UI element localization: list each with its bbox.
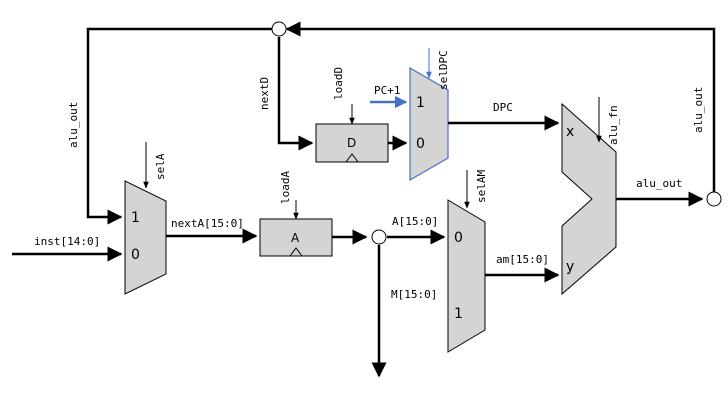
label-inst: inst[14:0] xyxy=(34,235,100,248)
label-sel-a: selA xyxy=(154,153,167,180)
wire-alu-out-top-left xyxy=(86,27,272,225)
register-d-clock xyxy=(345,153,359,163)
register-d-label: D xyxy=(347,136,356,150)
label-a-bus: A[15:0] xyxy=(392,215,438,228)
wire-next-d xyxy=(277,37,314,151)
mux-am-input-1: 1 xyxy=(454,306,463,322)
label-load-d: loadD xyxy=(332,67,345,100)
mux-dpc-input-0: 0 xyxy=(416,136,425,152)
register-a-label: A xyxy=(291,231,300,245)
mux-dpc-input-1: 1 xyxy=(416,95,425,111)
label-next-d: nextD xyxy=(258,77,271,110)
junction-top xyxy=(271,21,287,37)
label-dpc: DPC xyxy=(493,101,513,114)
register-a-clock xyxy=(289,247,303,257)
mux-dpc xyxy=(409,66,449,182)
junction-a xyxy=(371,229,387,245)
mux-am-input-0: 0 xyxy=(454,230,463,246)
alu-input-y: y xyxy=(566,259,574,275)
mux-am xyxy=(447,199,486,353)
mux-a-input-1: 1 xyxy=(131,210,140,226)
mux-a-input-0: 0 xyxy=(131,247,140,263)
label-next-a: nextA[15:0] xyxy=(171,217,244,230)
label-m-bus: M[15:0] xyxy=(391,288,437,301)
label-load-a: loadA xyxy=(279,171,292,204)
junction-alu-out xyxy=(706,191,722,207)
label-alu-fn: alu_fn xyxy=(607,105,620,145)
mux-a xyxy=(124,180,167,295)
label-sel-dpc: selDPC xyxy=(437,50,450,90)
label-am: am[15:0] xyxy=(496,253,549,266)
label-alu-out-right: alu_out xyxy=(692,87,705,133)
label-pc-plus-1: PC+1 xyxy=(374,84,401,97)
register-d xyxy=(315,123,389,163)
label-sel-am: selAM xyxy=(475,170,488,203)
label-alu-out-output: alu_out xyxy=(636,177,682,190)
alu-input-x: x xyxy=(566,124,574,140)
wire-alu-out-top-right xyxy=(285,21,716,192)
label-alu-out-left: alu_out xyxy=(67,102,80,148)
alu xyxy=(561,102,617,296)
